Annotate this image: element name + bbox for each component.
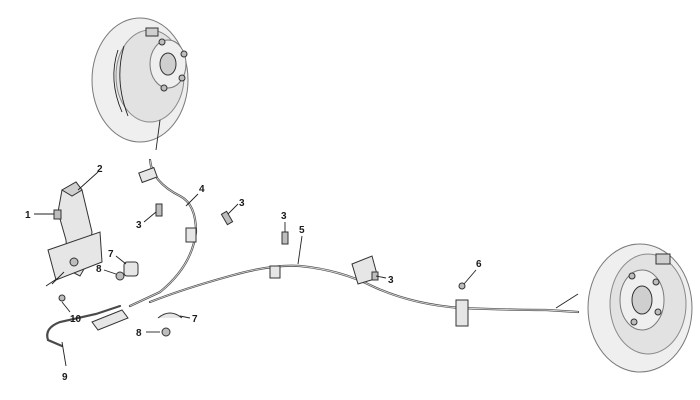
nut [115, 271, 125, 281]
right-hub-center [631, 285, 653, 315]
cables [46, 119, 580, 348]
lever-pivot [69, 257, 79, 267]
callout-8: 8 [136, 328, 142, 339]
right-hub-stud [652, 278, 660, 286]
leader-line [227, 203, 239, 215]
right-cable-end [555, 293, 579, 309]
bushing [123, 261, 139, 277]
left-rear-cable-core [129, 159, 197, 307]
lever-grip-top [61, 181, 83, 197]
rear-right-brake-assembly [587, 243, 693, 373]
leader-line [77, 171, 99, 191]
right-hub-stud [654, 308, 662, 316]
callout-3: 3 [281, 211, 287, 222]
bolt [220, 210, 234, 226]
spring-clip [157, 312, 183, 319]
leader-line [103, 269, 117, 275]
left-hub-stud [160, 84, 168, 92]
left-wheel-cylinder [145, 27, 159, 37]
right-rear-cable-core [149, 265, 579, 313]
bracket-bolt [458, 282, 466, 290]
callout-1: 1 [25, 210, 31, 221]
cable-guide [269, 265, 281, 279]
leader-line [61, 341, 67, 367]
leader-line [61, 301, 71, 313]
cable-right-bracket [455, 299, 469, 327]
callout-4: 4 [199, 184, 205, 195]
front-cable [46, 304, 122, 348]
cable-bracket [185, 227, 197, 243]
callout-7: 7 [108, 249, 114, 260]
right-hub-stud [630, 318, 638, 326]
leader-line [179, 315, 191, 319]
bolt [53, 209, 62, 220]
callout-3: 3 [388, 275, 394, 286]
leader-line [143, 211, 157, 223]
left-hub-stud [158, 38, 166, 46]
left-cable-end [155, 119, 161, 151]
left-hub-center [159, 52, 177, 76]
left-hub-stud [180, 50, 188, 58]
leader-lines [34, 171, 477, 367]
hardware [53, 166, 469, 337]
bolt [281, 231, 289, 245]
lever-rod [45, 277, 59, 287]
left-hub-stud [178, 74, 186, 82]
cable-clip [138, 166, 158, 184]
callout-10: 10 [70, 314, 82, 325]
callout-7: 7 [192, 314, 198, 325]
equalizer-plate [91, 309, 129, 331]
left-brake-shoe [113, 49, 123, 113]
right-hub-stud [628, 272, 636, 280]
callout-8: 8 [96, 264, 102, 275]
leader-line [185, 193, 199, 207]
right-caliper [655, 253, 671, 265]
lever-bracket [47, 231, 103, 281]
bolt [155, 203, 163, 217]
callout-6: 6 [476, 259, 482, 270]
rear-left-brake-assembly [91, 17, 189, 143]
left-brake-shoe [119, 45, 129, 117]
callout-5: 5 [299, 225, 305, 236]
parking-brake-lever [45, 181, 103, 287]
leader-line [297, 235, 303, 265]
callout-9: 9 [62, 372, 68, 383]
leader-line [463, 269, 477, 285]
callouts: 1 2 3 3 3 3 4 5 6 7 7 8 8 9 10 [25, 164, 482, 383]
callout-3: 3 [239, 198, 245, 209]
pin [58, 294, 66, 302]
nut [161, 327, 171, 337]
leader-line [115, 255, 127, 265]
leader-line [375, 275, 387, 279]
callout-3: 3 [136, 220, 142, 231]
callout-2: 2 [97, 164, 103, 175]
